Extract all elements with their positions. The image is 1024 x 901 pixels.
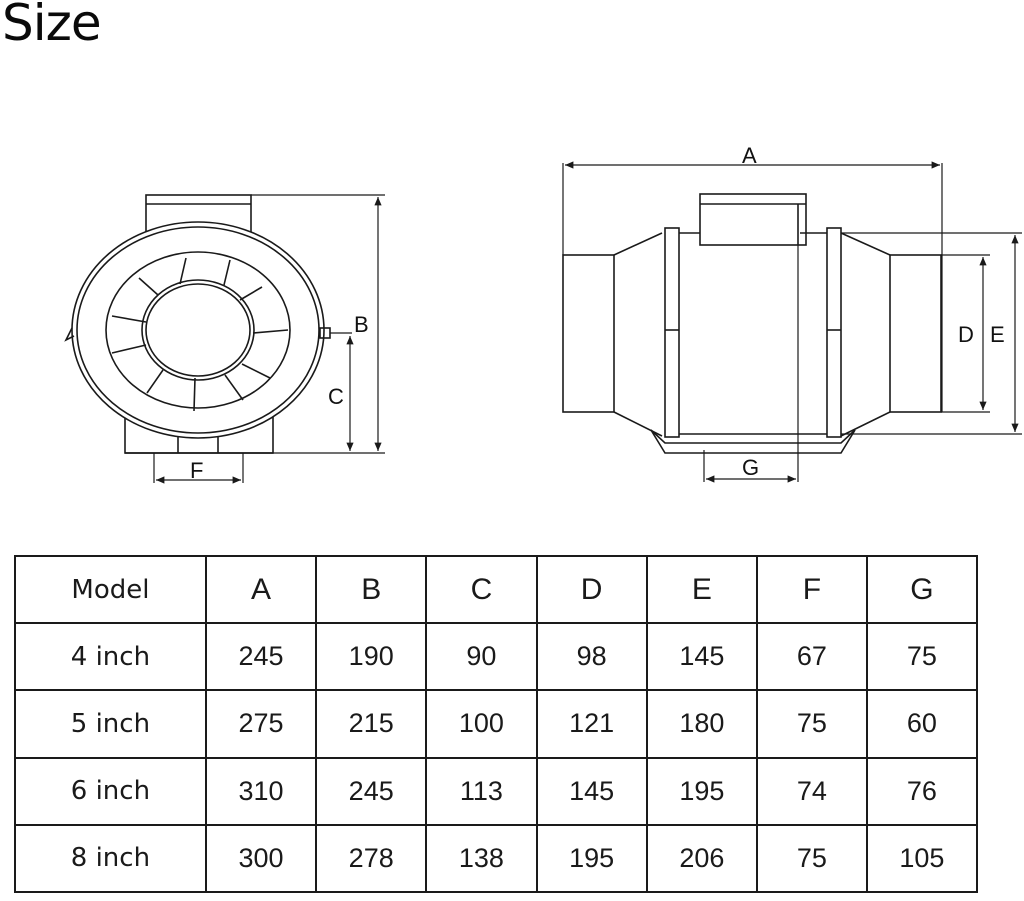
- dimension-label-c: C: [328, 384, 344, 409]
- front-view-dimensions: [153, 194, 385, 484]
- dimension-label-g: G: [742, 455, 759, 480]
- cell-model: 5 inch: [14, 689, 207, 759]
- table-row: 6 inch 310 245 113 145 195 74 76: [14, 756, 979, 826]
- cell-b: 278: [315, 823, 428, 894]
- cell-b: 190: [315, 621, 428, 692]
- cell-c: 138: [425, 823, 538, 894]
- cell-c: 100: [425, 689, 538, 759]
- size-table: Model A B C D E F G 4 inch 245 190 90 98…: [14, 555, 979, 894]
- dimension-label-d: D: [958, 322, 974, 347]
- cell-a: 275: [204, 689, 318, 759]
- table-row: 5 inch 275 215 100 121 180 75 60: [14, 689, 979, 759]
- header-a: A: [204, 555, 318, 624]
- dimension-label-f: F: [190, 458, 203, 483]
- header-f: F: [755, 555, 868, 624]
- cell-c: 113: [425, 756, 538, 826]
- page-title: Size: [2, 0, 102, 52]
- front-view-drawing: [64, 194, 331, 454]
- dimension-label-b: B: [354, 312, 369, 337]
- cell-a: 300: [204, 823, 318, 894]
- cell-a: 310: [204, 756, 318, 826]
- cell-g: 75: [865, 621, 979, 692]
- cell-b: 245: [315, 756, 428, 826]
- cell-model: 8 inch: [14, 823, 207, 894]
- cell-g: 60: [865, 689, 979, 759]
- cell-g: 76: [865, 756, 979, 826]
- cell-c: 90: [425, 621, 538, 692]
- dimension-label-e: E: [990, 322, 1005, 347]
- cell-f: 75: [755, 823, 868, 894]
- cell-e: 195: [645, 756, 758, 826]
- cell-e: 145: [645, 621, 758, 692]
- cell-f: 75: [755, 689, 868, 759]
- cell-d: 145: [535, 756, 648, 826]
- header-model: Model: [14, 555, 207, 624]
- header-b: B: [315, 555, 428, 624]
- technical-drawing: B C F: [64, 143, 1022, 484]
- header-e: E: [645, 555, 758, 624]
- header-d: D: [535, 555, 648, 624]
- cell-e: 206: [645, 823, 758, 894]
- cell-f: 74: [755, 756, 868, 826]
- cell-e: 180: [645, 689, 758, 759]
- table-header-row: Model A B C D E F G: [14, 555, 979, 624]
- cell-model: 4 inch: [14, 621, 207, 692]
- table-row: 8 inch 300 278 138 195 206 75 105: [14, 823, 979, 894]
- cell-model: 6 inch: [14, 756, 207, 826]
- cell-a: 245: [204, 621, 318, 692]
- cell-d: 98: [535, 621, 648, 692]
- side-view-dimensions: [562, 161, 1022, 483]
- table-row: 4 inch 245 190 90 98 145 67 75: [14, 621, 979, 692]
- cell-g: 105: [865, 823, 979, 894]
- side-view-drawing: [562, 193, 942, 454]
- dimension-label-a: A: [742, 143, 757, 168]
- header-c: C: [425, 555, 538, 624]
- cell-d: 121: [535, 689, 648, 759]
- cell-d: 195: [535, 823, 648, 894]
- cell-b: 215: [315, 689, 428, 759]
- header-g: G: [865, 555, 979, 624]
- cell-f: 67: [755, 621, 868, 692]
